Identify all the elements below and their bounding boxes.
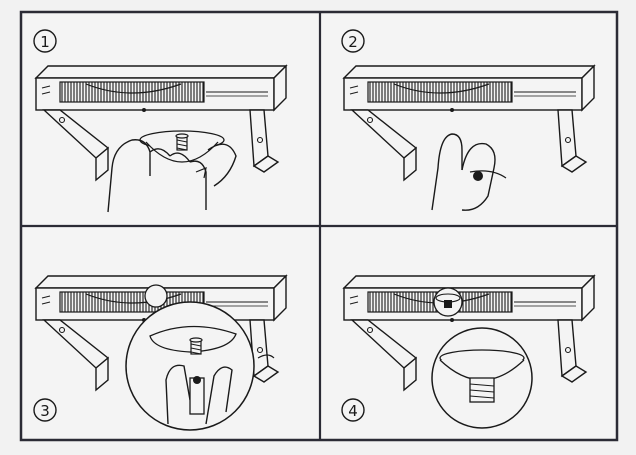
panel-step-3: 3 — [33, 275, 287, 431]
step-number-badge-3: 3 — [33, 398, 57, 422]
svg-text:2: 2 — [348, 33, 358, 51]
screw-icon — [431, 327, 533, 429]
step-number-badge-4: 4 — [341, 398, 365, 422]
ceiling-cup-1 — [139, 130, 225, 163]
step-number-badge-1: 1 — [33, 29, 57, 53]
svg-text:3: 3 — [40, 402, 50, 420]
fingers-icon — [431, 133, 507, 211]
panel-step-4: 4 — [341, 275, 595, 429]
step-number-badge-2: 2 — [341, 29, 365, 53]
svg-text:1: 1 — [40, 33, 50, 51]
panel-step-2: 2 — [341, 29, 595, 211]
magnifier-circle-icon — [125, 301, 255, 431]
callout-point-4 — [433, 287, 463, 317]
callout-point-3 — [144, 284, 168, 308]
hand-icon — [107, 139, 237, 213]
panel-step-1: 1 — [33, 29, 287, 213]
svg-text:4: 4 — [348, 402, 358, 420]
